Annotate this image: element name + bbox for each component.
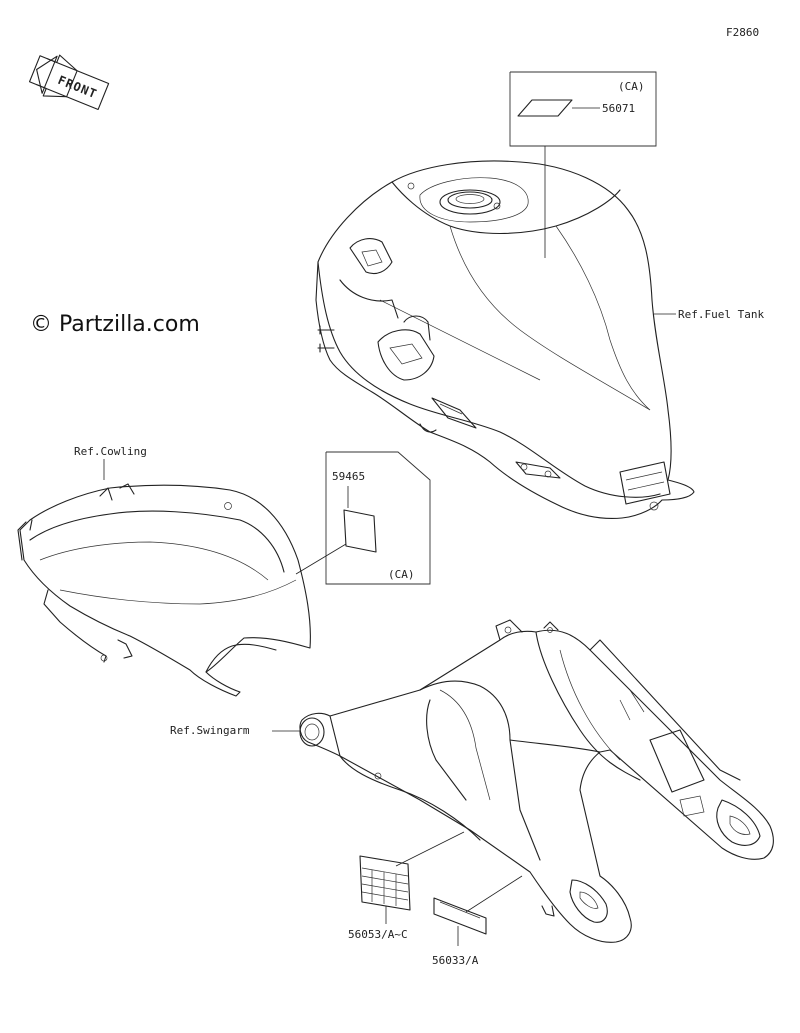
label-56053: 56053/A~C [348, 831, 465, 941]
ref-swingarm: Ref.Swingarm [170, 724, 300, 737]
part-56033[interactable]: 56033/A [432, 954, 479, 967]
part-59465[interactable]: 59465 [332, 470, 365, 483]
callout-56071: (CA) 56071 [509, 71, 657, 258]
front-arrow-icon: FRONT [28, 54, 110, 111]
part-56053[interactable]: 56053/A~C [348, 928, 408, 941]
ref-fuel-tank-label[interactable]: Ref.Fuel Tank [678, 308, 764, 321]
ref-cowling: Ref.Cowling [74, 445, 147, 480]
ref-cowling-label[interactable]: Ref.Cowling [74, 445, 147, 458]
ca-label-mid: (CA) [388, 568, 415, 581]
label-56033: 56033/A [432, 875, 523, 967]
part-56071[interactable]: 56071 [602, 102, 635, 115]
ref-swingarm-label[interactable]: Ref.Swingarm [170, 724, 250, 737]
ref-fuel-tank: Ref.Fuel Tank [654, 308, 764, 321]
cowling-outline [17, 483, 311, 697]
callout-59465: 59465 (CA) [295, 451, 431, 585]
figure-code: F2860 [726, 26, 759, 39]
swingarm-outline [299, 619, 774, 943]
watermark: © Partzilla.com [30, 312, 200, 337]
fuel-tank-outline [315, 160, 695, 519]
ca-label-top: (CA) [618, 80, 645, 93]
